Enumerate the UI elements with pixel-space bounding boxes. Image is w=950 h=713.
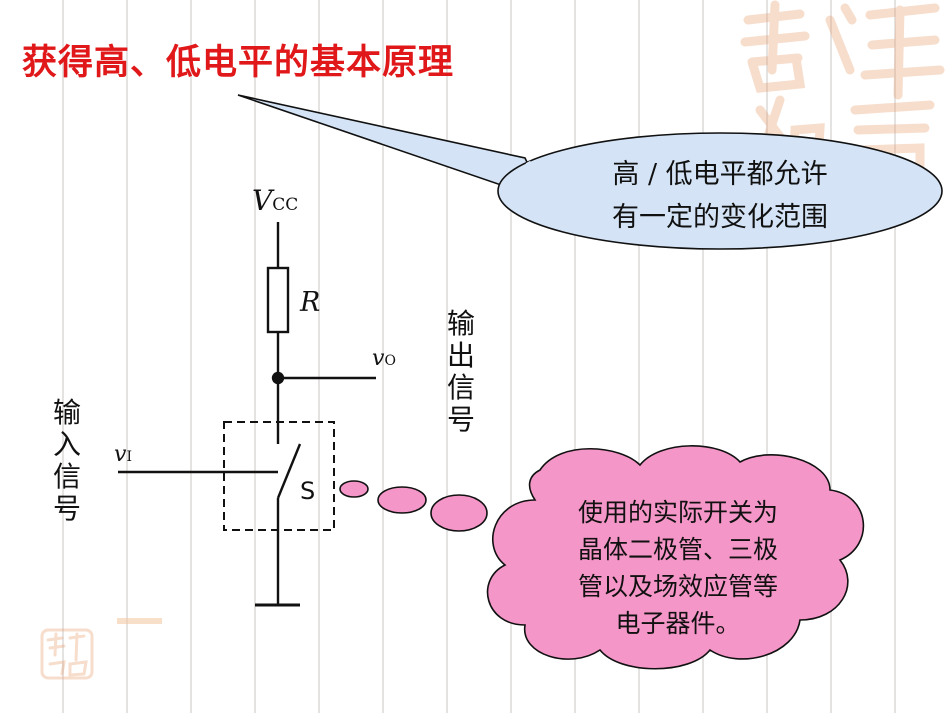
label-char: 入 [52, 428, 81, 461]
slide-title: 获得高、低电平的基本原理 [22, 42, 455, 83]
vi-main: v [114, 442, 127, 467]
output-signal-label: 输 出 信 号 [441, 308, 481, 436]
callout-top-bubble [237, 94, 943, 250]
switch-label: S [300, 477, 316, 505]
callout-bottom-line: 使用的实际开关为 [577, 498, 778, 527]
label-char: 信 [446, 371, 475, 404]
vo-label: vO [372, 346, 396, 371]
callout-top-text: 高 / 低电平都允许 有一定的变化范围 [565, 153, 875, 239]
vcc-label: VCC [252, 184, 298, 217]
vcc-main: V [252, 184, 273, 217]
watermark-band [117, 618, 162, 624]
label-char: 号 [52, 492, 81, 525]
output-node-dot [271, 371, 285, 385]
vcc-subscript: CC [272, 195, 299, 215]
callout-top-line: 有一定的变化范围 [612, 202, 828, 233]
vo-subscript: O [384, 353, 396, 369]
label-char: 号 [446, 403, 475, 436]
label-char: 输 [446, 307, 475, 340]
callout-top-line: 高 / 低电平都允许 [612, 159, 828, 190]
vi-label: vI [114, 442, 132, 467]
label-char: 输 [52, 396, 81, 429]
input-signal-label: 输 入 信 号 [47, 397, 87, 525]
circuit [118, 222, 376, 607]
callout-bottom-line: 管以及场效应管等 [577, 572, 778, 601]
label-char: 信 [52, 460, 81, 493]
resistor-r [266, 266, 290, 334]
callout-bottom-text: 使用的实际开关为 晶体二极管、三极 管以及场效应管等 电子器件。 [528, 494, 828, 642]
callout-bottom-cloud [339, 445, 865, 670]
resistor-label: R [300, 287, 321, 318]
label-char: 出 [446, 339, 475, 372]
vi-subscript: I [126, 449, 132, 465]
callout-bottom-line: 晶体二极管、三极 [577, 535, 778, 564]
vo-main: v [372, 346, 385, 371]
switch-blade [276, 443, 302, 499]
callout-bottom-line: 电子器件。 [615, 609, 741, 638]
watermark-seal-small [40, 628, 94, 680]
